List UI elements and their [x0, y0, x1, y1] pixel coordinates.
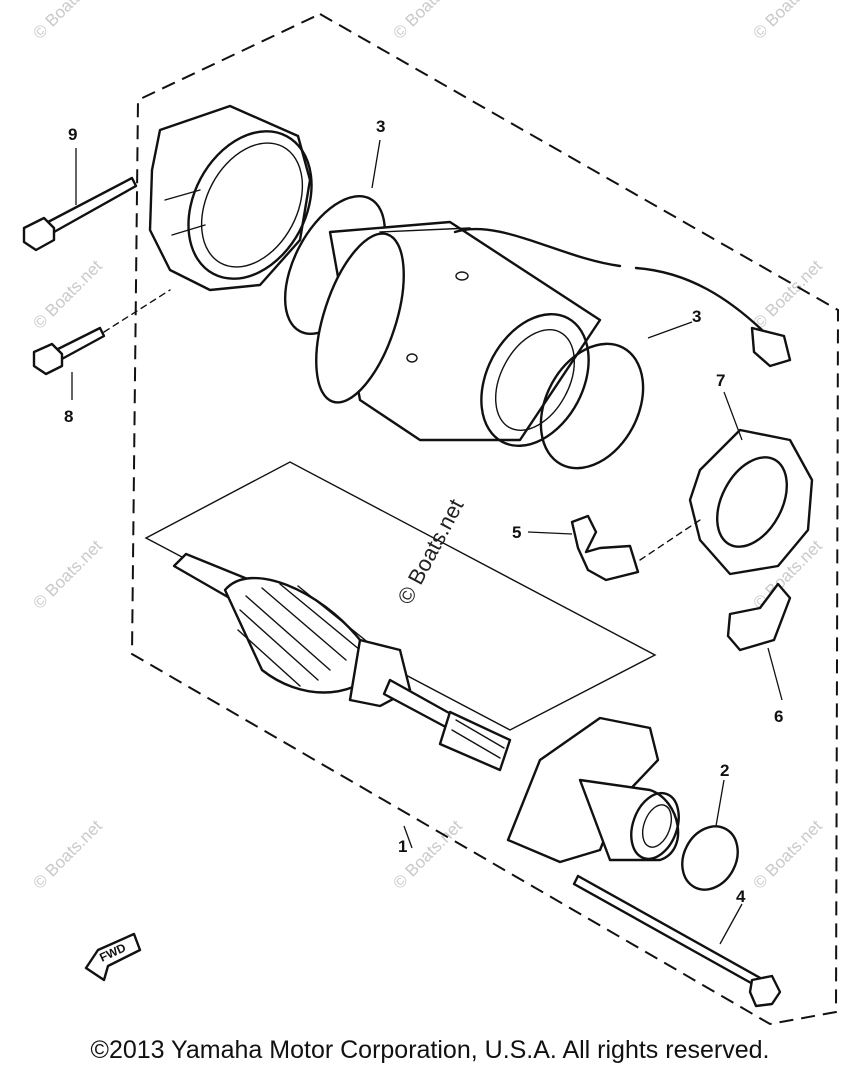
armature: [172, 552, 512, 772]
callout-6: 6: [774, 707, 783, 726]
part-5-brush: [527, 514, 701, 582]
starter-motor-exploded-diagram: © Boats.net © Boats.net © Boats.net © Bo…: [22, 0, 840, 1026]
callout-4: 4: [736, 887, 746, 906]
watermark: © Boats.net: [749, 256, 826, 333]
callout-1: 1: [398, 837, 407, 856]
watermark-layer: © Boats.net © Boats.net © Boats.net © Bo…: [29, 0, 826, 893]
center-watermark: © Boats.net: [392, 495, 468, 609]
assembly-boundary-dashed: [130, 12, 840, 1026]
callout-3-upper: 3: [376, 117, 385, 136]
part-8-bolt: [32, 289, 171, 400]
part-1-leader: [403, 825, 413, 849]
callout-5: 5: [512, 523, 521, 542]
lead-wire: [453, 227, 792, 368]
callout-7: 7: [716, 371, 725, 390]
watermark: © Boats.net: [29, 0, 106, 43]
watermark: © Boats.net: [29, 536, 106, 613]
callout-3-lower: 3: [692, 307, 701, 326]
rear-end-cover: [148, 104, 313, 292]
part-7-brush-plate: [688, 391, 814, 576]
callout-8: 8: [64, 407, 73, 426]
part-3-o-ring-lower: [539, 342, 645, 470]
fwd-arrow-icon: FWD: [84, 932, 142, 982]
motor-yoke: [315, 220, 602, 447]
part-6-brush: [726, 582, 792, 701]
front-end-bracket: [506, 716, 680, 864]
callout-9: 9: [68, 125, 77, 144]
watermark: © Boats.net: [389, 0, 466, 43]
watermark: © Boats.net: [29, 256, 106, 333]
part-4-through-bolt: [572, 874, 782, 1008]
watermark: © Boats.net: [749, 816, 826, 893]
callout-numbers: 9 3 3 7 8 5 6 2 1 4: [64, 117, 783, 906]
watermark: © Boats.net: [29, 816, 106, 893]
part-9-bolt: [22, 148, 138, 252]
part-2-o-ring: [681, 825, 739, 891]
callout-2: 2: [720, 761, 729, 780]
copyright-notice: ©2013 Yamaha Motor Corporation, U.S.A. A…: [90, 1036, 770, 1064]
watermark: © Boats.net: [749, 0, 826, 43]
